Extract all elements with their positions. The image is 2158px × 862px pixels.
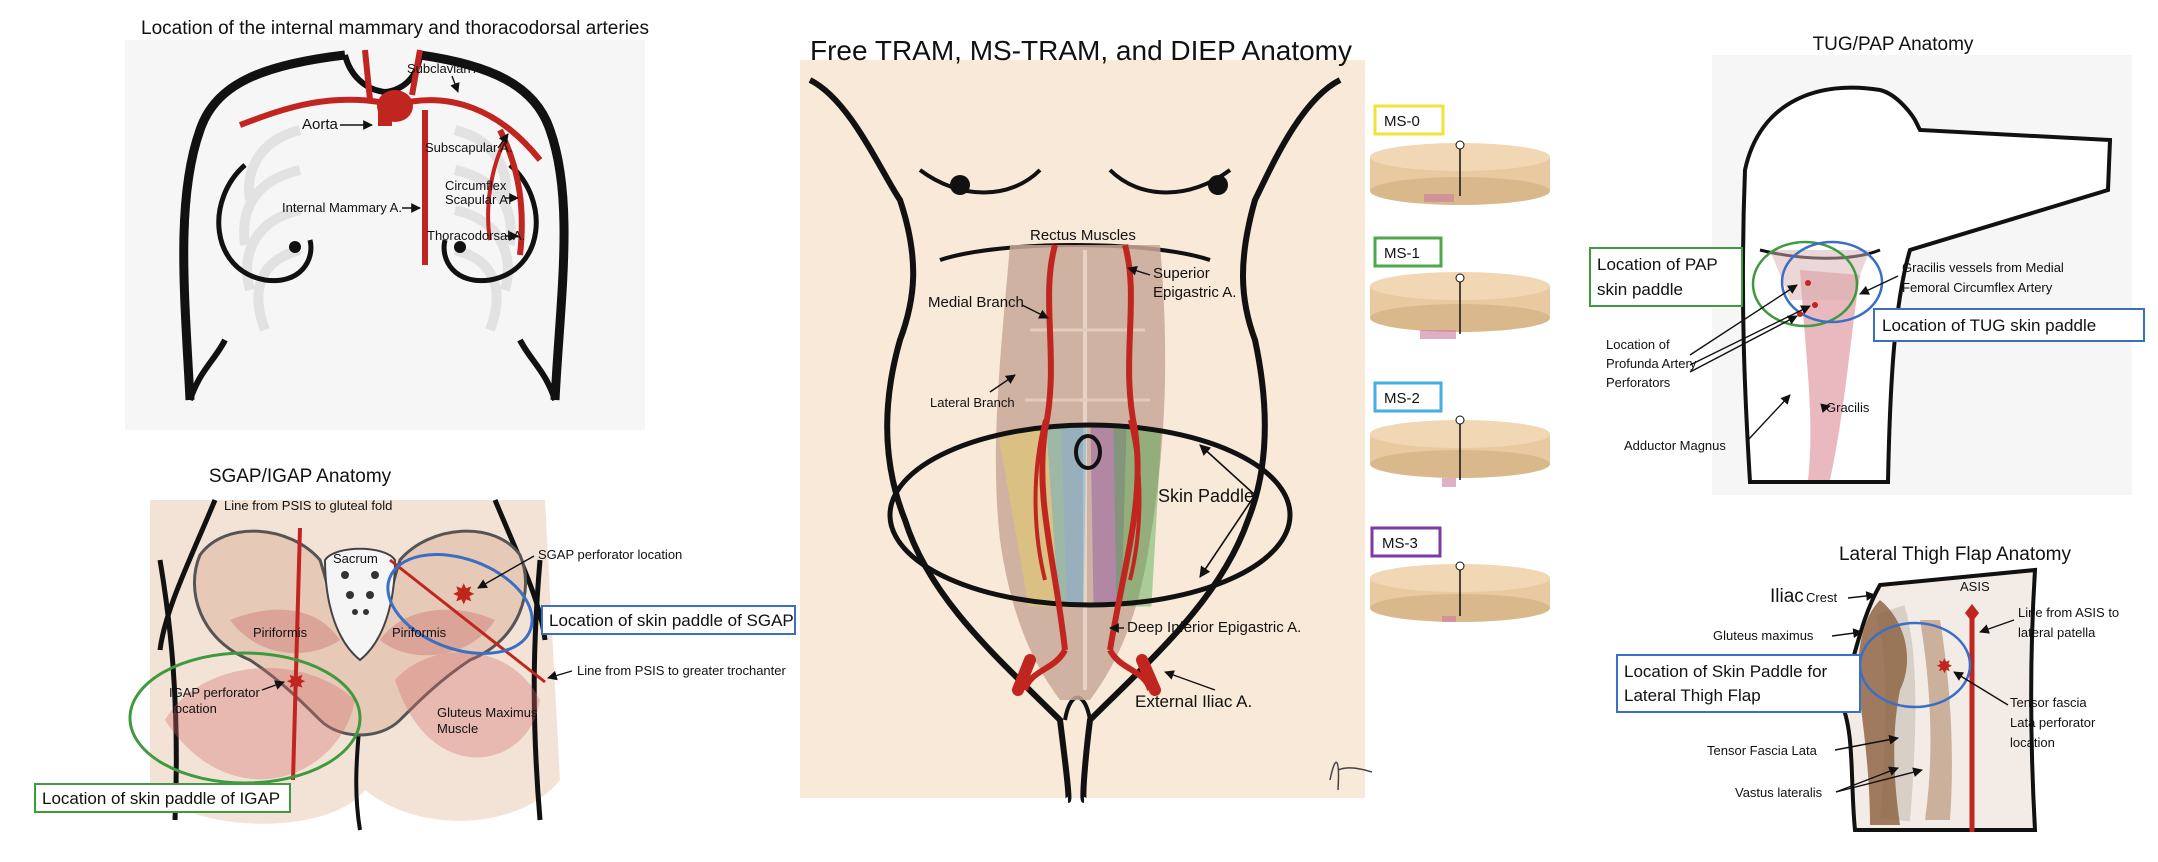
label-asis: ASIS (1960, 579, 1990, 594)
label-superior-epigastric: Epigastric A. (1153, 284, 1236, 301)
lateral-box-line1: Location of Skin Paddle for (1624, 662, 1828, 681)
label-gracilis: Gracilis (1826, 400, 1870, 415)
chest-arteries (238, 49, 543, 265)
label-tensor-perforator-2: Lata perforator (2010, 715, 2096, 730)
tug-paddle-ellipse (1780, 240, 1884, 324)
tug-pap-panel: TUG/PAP Anatomy Location of PAP skin pad… (1589, 34, 2145, 495)
label-iliac: Iliac (1770, 586, 1804, 607)
abdomen-title: Free TRAM, MS-TRAM, and DIEP Anatomy (810, 35, 1352, 66)
gluteal-panel: SGAP/IGAP Anatomy ✸ ✸ Line from PSIS to … (34, 466, 796, 831)
sgap-perforator-mark: ✸ (452, 578, 475, 611)
pap-box-line1: Location of PAP (1597, 255, 1718, 274)
tug-skin-paddle-box (1873, 308, 2145, 342)
label-piriformis-right: Piriformis (392, 625, 447, 640)
skin-paddle-ellipse (887, 422, 1293, 608)
label-line-asis: Line from ASIS to (2018, 605, 2119, 620)
label-deep-inferior: Deep Inferior Epigastric A. (1127, 619, 1301, 636)
ms3-label-box (1370, 526, 1442, 558)
label-profunda-3: Perforators (1606, 375, 1671, 390)
sgap-paddle-ellipse (386, 553, 534, 655)
label-gluteus-maximus-thigh: Gluteus maximus (1713, 628, 1814, 643)
ms0-disc (1370, 140, 1550, 205)
pap-skin-paddle-box (1589, 247, 1743, 307)
epigastric-arteries (1022, 244, 1153, 692)
label-external-iliac: External Iliac A. (1135, 692, 1252, 711)
label-profunda-2: Profunda Artery (1606, 356, 1697, 371)
label-rectus: Rectus Muscles (1030, 227, 1136, 244)
label-igap-perforator-2: location (172, 701, 217, 716)
label-thoracodorsal: Thoracodorsal A. (427, 228, 525, 243)
ms1-label: MS-1 (1384, 245, 1420, 262)
lateral-thigh-panel: Lateral Thigh Flap Anatomy ✸ Iliac Crest… (1616, 544, 2119, 832)
label-skin-paddle: Skin Paddle (1158, 486, 1254, 506)
lateral-thigh-paddle-box (1616, 654, 1861, 713)
label-subclavian: Subclavian A. (407, 61, 486, 76)
ms1-disc (1370, 272, 1550, 339)
tfl-muscle (1858, 600, 1908, 825)
label-gracilis-vessels: Gracilis vessels from Medial (1902, 260, 2064, 275)
label-gluteus-maximus: Gluteus Maximus (437, 705, 538, 720)
ms0-label-box (1373, 104, 1445, 136)
label-line-asis-2: lateral patella (2018, 625, 2096, 640)
chest-title: Location of the internal mammary and tho… (141, 18, 649, 39)
label-superior: Superior (1153, 265, 1210, 282)
label-subscapular: Subscapular A. (425, 140, 512, 155)
label-tfl: Tensor Fascia Lata (1707, 743, 1818, 758)
label-gluteus-maximus-2: Muscle (437, 721, 478, 736)
label-sgap-perforator: SGAP perforator location (538, 547, 682, 562)
label-vastus: Vastus lateralis (1735, 785, 1823, 800)
chest-body-outline (179, 50, 569, 401)
label-aorta: Aorta (302, 116, 339, 133)
label-adductor: Adductor Magnus (1624, 438, 1726, 453)
chest-panel: Location of the internal mammary and tho… (125, 18, 649, 430)
label-igap-perforator: IGAP perforator (169, 685, 260, 700)
ms-discs: MS-0 MS-1 MS-2 (1370, 104, 1550, 622)
label-circumflex: Circumflex (445, 178, 507, 193)
ms3-disc (1370, 561, 1550, 622)
label-sacrum: Sacrum (333, 551, 378, 566)
label-tensor-perforator-3: location (2010, 735, 2055, 750)
lateral-perforator-mark: ✸ (1936, 654, 1953, 678)
label-crest: Crest (1806, 590, 1837, 605)
igap-perforator-mark: ✸ (286, 668, 306, 696)
label-psis-trochanter: Line from PSIS to greater trochanter (577, 663, 786, 678)
label-piriformis-left: Piriformis (253, 625, 308, 640)
tug-title: TUG/PAP Anatomy (1813, 34, 1974, 55)
ms2-label-box (1373, 381, 1443, 413)
ms2-label: MS-2 (1384, 390, 1420, 407)
label-psis-fold: Line from PSIS to gluteal fold (224, 498, 392, 513)
label-gracilis-vessels-2: Femoral Circumflex Artery (1902, 280, 2053, 295)
pap-box-line2: skin paddle (1597, 280, 1683, 299)
lateral-box-line2: Lateral Thigh Flap (1624, 686, 1761, 705)
ms3-label: MS-3 (1382, 535, 1418, 552)
pap-paddle-ellipse (1751, 240, 1859, 328)
label-profunda-1: Location of (1606, 337, 1670, 352)
label-tensor-perforator: Tensor fascia (2010, 695, 2087, 710)
label-scapular: Scapular A. (445, 192, 512, 207)
ms1-label-box (1373, 236, 1443, 268)
abdomen-panel: Free TRAM, MS-TRAM, and DIEP Anatomy (800, 35, 1373, 803)
sgap-box-text: Location of skin paddle of SGAP (549, 611, 794, 630)
label-medial-branch: Medial Branch (928, 294, 1024, 311)
tug-box-text: Location of TUG skin paddle (1882, 316, 2096, 335)
thigh-title: Lateral Thigh Flap Anatomy (1839, 544, 2072, 565)
label-internal-mammary: Internal Mammary A. (282, 200, 402, 215)
sgap-skin-paddle-box (541, 605, 796, 635)
gluteal-title: SGAP/IGAP Anatomy (209, 466, 392, 487)
igap-box-text: Location of skin paddle of IGAP (42, 789, 280, 808)
label-lateral-branch: Lateral Branch (930, 395, 1015, 410)
ms2-disc (1370, 415, 1550, 487)
igap-skin-paddle-box (34, 783, 291, 813)
ms0-label: MS-0 (1384, 113, 1420, 130)
